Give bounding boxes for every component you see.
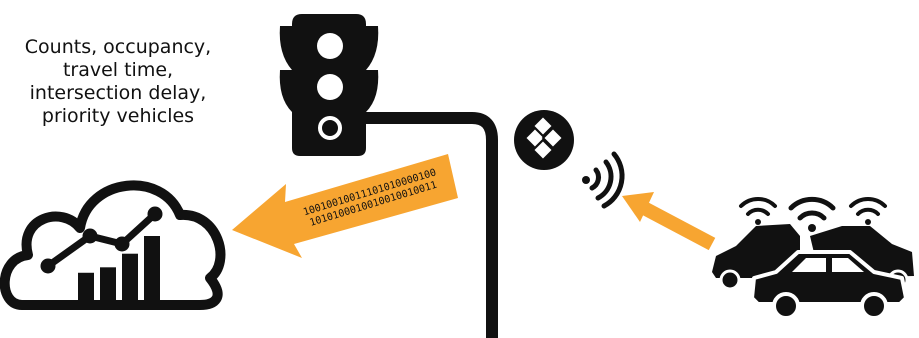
connected-vehicles-icon [712, 199, 914, 318]
trend-point [115, 237, 130, 252]
trend-point [148, 207, 163, 222]
car-wheel [862, 294, 886, 318]
wireless-signal-icon [582, 154, 622, 206]
trend-point [83, 229, 98, 244]
traffic-light-visor-left [280, 26, 292, 70]
vehicle-wifi-icon [741, 199, 775, 225]
roadside-sensor-icon [514, 110, 574, 170]
bar [78, 273, 94, 300]
vehicle-to-sensor-arrow [622, 192, 712, 244]
data-arrow: 10010010011101010000100 1010100010010010… [232, 154, 458, 258]
traffic-light-visor-right [366, 26, 378, 70]
bar [100, 267, 116, 300]
trend-point [41, 259, 56, 274]
traffic-light-visor-right [366, 70, 378, 112]
amber-lamp [317, 74, 343, 100]
bar [144, 236, 160, 300]
vehicle-wifi-icon [851, 199, 885, 225]
cloud-analytics-icon [5, 185, 221, 305]
wireless-arc [592, 170, 599, 188]
green-lamp [320, 118, 340, 138]
bar [122, 254, 138, 300]
vehicle-wifi-icon [791, 199, 833, 232]
signal-mast-arm [360, 118, 492, 338]
traffic-light-visor-left [280, 70, 292, 112]
wireless-dot [582, 176, 590, 184]
car-wheel [774, 294, 798, 318]
red-lamp [317, 33, 343, 59]
